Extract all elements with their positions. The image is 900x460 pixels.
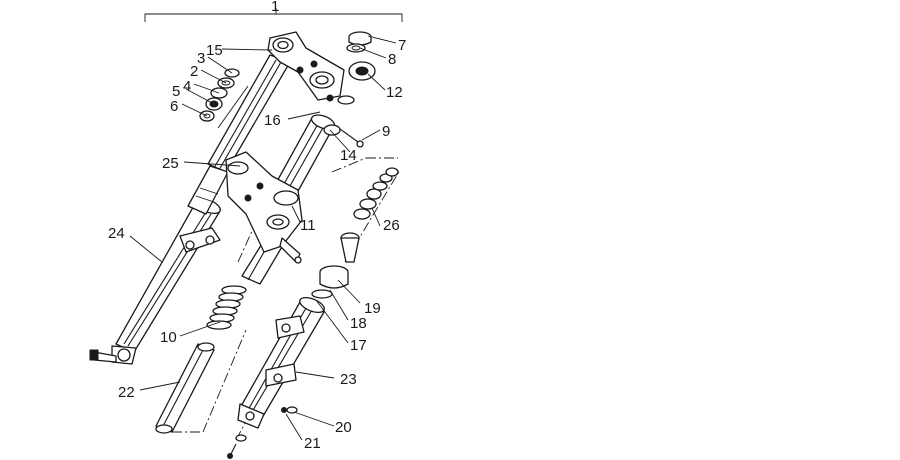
- leader-lines: [129, 35, 397, 441]
- top-yoke: [267, 31, 345, 102]
- callout-15: 15: [206, 42, 223, 59]
- callout-9: 9: [382, 123, 390, 140]
- callout-1: 1: [271, 0, 279, 15]
- callout-16: 16: [264, 112, 281, 129]
- callout-11: 11: [300, 217, 316, 234]
- callout-7: 7: [398, 37, 406, 54]
- callout-6: 6: [170, 98, 178, 115]
- callout-8: 8: [388, 51, 396, 68]
- callout-3: 3: [197, 50, 205, 67]
- callout-17: 17: [350, 337, 367, 354]
- left-fork-slider: [89, 197, 221, 365]
- damper-tube: [155, 342, 215, 434]
- callout-22: 22: [118, 384, 135, 401]
- callout-5: 5: [172, 83, 180, 100]
- callout-21: 21: [304, 435, 321, 452]
- drain-screws: [227, 406, 298, 459]
- right-fork-slider: [237, 296, 325, 429]
- fork-spring: [206, 285, 247, 330]
- callout-10: 10: [160, 329, 177, 346]
- callout-12: 12: [386, 84, 403, 101]
- pinch-bolt: [323, 124, 364, 148]
- callout-23: 23: [340, 371, 357, 388]
- callout-26: 26: [383, 217, 400, 234]
- callout-18: 18: [350, 315, 367, 332]
- callout-19: 19: [364, 300, 381, 317]
- washer-stack-left: [199, 68, 240, 122]
- callout-25: 25: [162, 155, 179, 172]
- callout-2: 2: [190, 63, 198, 80]
- callout-numbers: 1 2 3 4 5 6 7 8 9 10 11 12 14 15 16 17 1…: [108, 0, 406, 452]
- callout-24: 24: [108, 225, 125, 242]
- cartridge-parts: [311, 167, 399, 299]
- callout-14: 14: [340, 147, 357, 164]
- assembly-bracket: [144, 8, 403, 22]
- bottom-yoke: [225, 151, 303, 264]
- callout-4: 4: [183, 78, 191, 95]
- steering-cap: [337, 31, 376, 105]
- callout-20: 20: [335, 419, 352, 436]
